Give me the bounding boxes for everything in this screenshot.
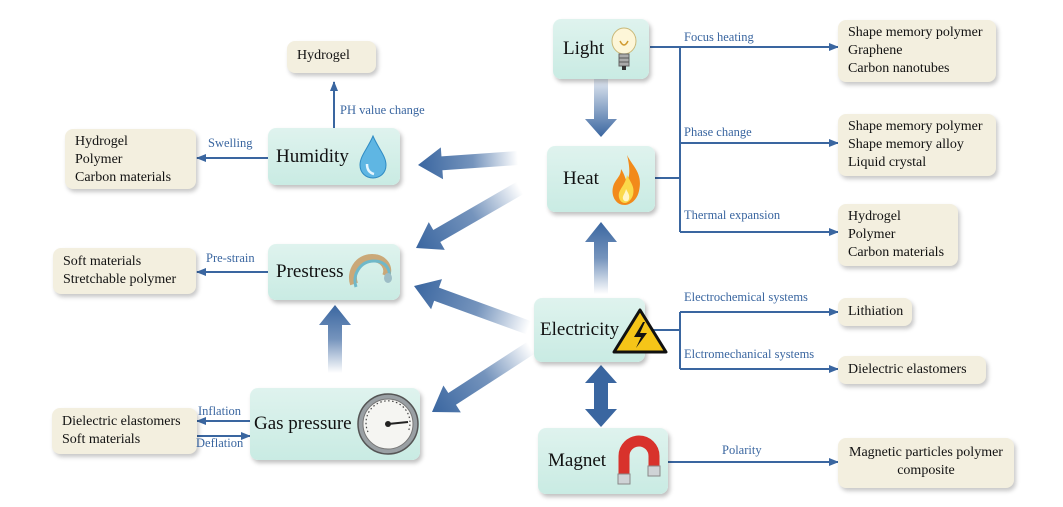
edge-label-pre-strain: Pre-strain — [206, 251, 255, 265]
big-arrow-gas-to-prestress — [319, 305, 351, 373]
double-arrow-electricity-magnet — [585, 365, 617, 427]
edge-label-deflation: Deflation — [196, 436, 244, 450]
edge-label-focus-heating: Focus heating — [684, 30, 754, 44]
material-item: Shape memory alloy — [848, 137, 964, 152]
big-arrow-heat-to-humidity — [418, 147, 519, 180]
high-voltage-icon — [612, 308, 668, 354]
heat-label: Heat — [563, 168, 599, 189]
edge-label-phase-change: Phase change — [684, 125, 752, 139]
material-item: Graphene — [848, 43, 903, 58]
note-phase-materials: Shape memory polymer Shape memory alloy … — [838, 114, 996, 176]
note-magnet-materials: Magnetic particles polymer composite — [838, 438, 1014, 488]
bulb-icon — [611, 27, 637, 70]
material-item: Hydrogel — [297, 48, 350, 63]
light-node: Light — [553, 19, 649, 79]
gas-pressure-label: Gas pressure — [254, 413, 352, 434]
edge-label-inflation: Inflation — [198, 404, 242, 418]
material-item: Dielectric elastomers — [848, 362, 967, 377]
big-arrow-electricity-to-heat — [585, 222, 617, 294]
magnet-node: Magnet — [538, 428, 668, 494]
material-item: Shape memory polymer — [848, 25, 983, 40]
note-electrochem-materials: Lithiation — [838, 298, 912, 326]
note-prestress-materials: Soft materials Stretchable polymer — [53, 248, 196, 294]
material-item: Hydrogel — [848, 209, 901, 224]
material-item: Carbon materials — [848, 245, 945, 260]
edge-label-electrochemical: Electrochemical systems — [684, 290, 808, 304]
gas-pressure-node: Gas pressure — [250, 388, 420, 460]
material-item: Liquid crystal — [848, 155, 927, 170]
humidity-node: Humidity — [268, 128, 400, 185]
big-arrow-electricity-to-gas — [432, 341, 535, 413]
note-focus-materials: Shape memory polymer Graphene Carbon nan… — [838, 20, 996, 82]
horseshoe-magnet-icon — [617, 435, 661, 485]
material-item: Lithiation — [848, 304, 904, 319]
electricity-label: Electricity — [540, 319, 620, 340]
magnet-label: Magnet — [548, 450, 607, 471]
big-arrow-light-to-heat — [585, 79, 617, 137]
material-item: Hydrogel — [75, 134, 128, 149]
edge-label-ph-value-change: PH value change — [340, 103, 425, 117]
rolled-sheet-icon — [349, 253, 392, 288]
note-humidity-materials: Hydrogel Polymer Carbon materials — [65, 129, 196, 189]
edge-label-thermal-expansion: Thermal expansion — [684, 208, 781, 222]
big-arrow-heat-to-prestress — [416, 181, 524, 250]
note-thermal-materials: Hydrogel Polymer Carbon materials — [838, 204, 958, 266]
edge-label-swelling: Swelling — [208, 136, 253, 150]
edge-label-polarity: Polarity — [722, 443, 762, 457]
material-item: Polymer — [75, 152, 123, 167]
material-item: Stretchable polymer — [63, 272, 177, 287]
material-item: Soft materials — [63, 254, 142, 269]
prestress-node: Prestress — [268, 244, 400, 300]
material-item: Magnetic particles polymer — [849, 445, 1003, 460]
humidity-label: Humidity — [276, 145, 349, 167]
flame-icon — [612, 155, 640, 205]
big-arrow-electricity-to-prestress — [414, 279, 532, 335]
material-item: composite — [897, 463, 955, 478]
note-hydrogel-top: Hydrogel — [287, 41, 376, 73]
material-item: Carbon materials — [75, 170, 172, 185]
prestress-label: Prestress — [276, 261, 344, 282]
material-item: Soft materials — [62, 432, 141, 447]
water-drop-icon — [359, 134, 387, 179]
note-electromech-materials: Dielectric elastomers — [838, 356, 986, 384]
note-gas-materials: Dielectric elastomers Soft materials — [52, 408, 197, 454]
pressure-gauge-icon — [357, 393, 419, 455]
edge-label-electromechanical: Elctromechanical systems — [684, 347, 815, 361]
material-item: Polymer — [848, 227, 896, 242]
heat-node: Heat — [547, 146, 655, 212]
material-item: Dielectric elastomers — [62, 414, 181, 429]
light-label: Light — [563, 38, 605, 59]
electricity-node: Electricity — [534, 298, 668, 362]
material-item: Shape memory polymer — [848, 119, 983, 134]
material-item: Carbon nanotubes — [848, 61, 950, 76]
